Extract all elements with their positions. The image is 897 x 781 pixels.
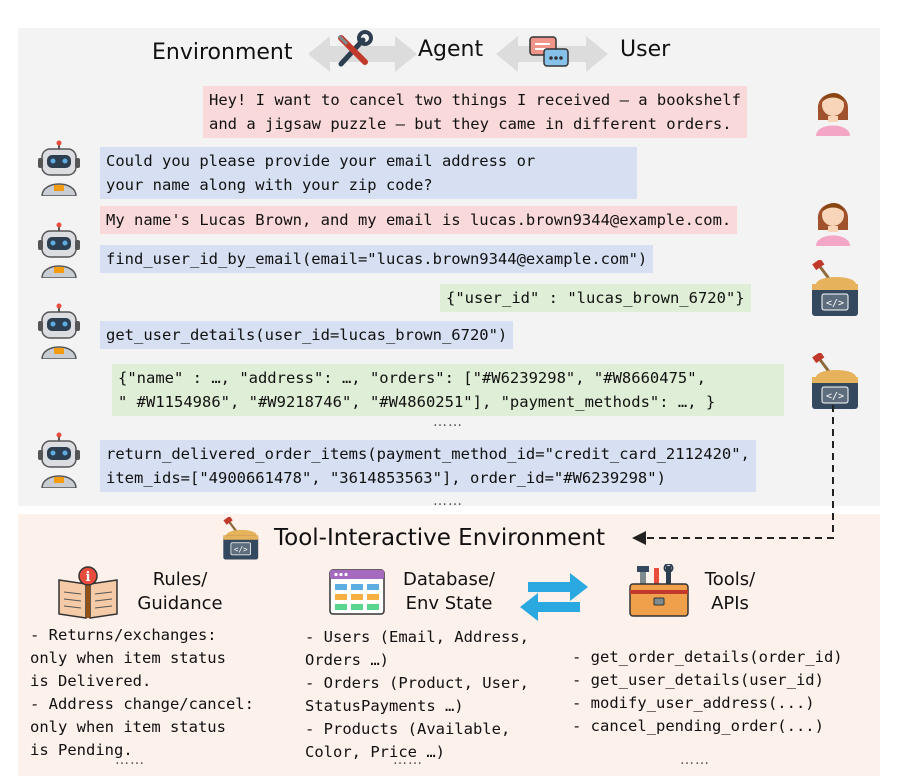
robot-agent-icon bbox=[38, 432, 80, 488]
ellipsis: …… bbox=[680, 752, 710, 768]
ellipsis: …… bbox=[433, 414, 463, 430]
tool-box-icon: </> bbox=[812, 353, 858, 409]
agent-label: Agent bbox=[418, 37, 484, 62]
database-text: - Users (Email, Address, Orders …) - Ord… bbox=[305, 628, 529, 761]
environment-panel bbox=[18, 514, 880, 776]
agent-call-1: find_user_id_by_email(email="lucas.brown… bbox=[100, 245, 654, 273]
environment-title: Tool-Interactive Environment bbox=[274, 525, 606, 551]
tools-text: - get_order_details(order_id) - get_user… bbox=[572, 648, 843, 735]
agent-call-3: return_delivered_order_items(payment_met… bbox=[100, 440, 756, 492]
tool-box-icon: </> bbox=[223, 517, 259, 560]
user-label: User bbox=[620, 37, 671, 62]
user-avatar-icon bbox=[816, 93, 850, 136]
ellipsis: …… bbox=[393, 752, 423, 768]
database-title: Database/ Env State bbox=[403, 569, 495, 614]
tool-response-1: {"user_id" : "lucas_brown_6720"} bbox=[440, 284, 751, 312]
ellipsis: …… bbox=[433, 493, 463, 509]
tool-response-2: {"name" : …, "address": …, "orders": ["#… bbox=[112, 364, 784, 416]
svg-text:</>: </> bbox=[826, 298, 844, 309]
book-icon: i bbox=[58, 566, 118, 619]
database-icon bbox=[329, 569, 385, 615]
rules-title: Rules/ Guidance bbox=[137, 569, 223, 614]
robot-agent-icon bbox=[38, 140, 80, 196]
svg-text:i: i bbox=[86, 570, 91, 585]
user-message-2: My name's Lucas Brown, and my email is l… bbox=[100, 206, 738, 234]
agent-message-1: Could you please provide your email addr… bbox=[100, 147, 637, 199]
sync-arrows-icon bbox=[520, 573, 588, 621]
tool-box-icon: </> bbox=[812, 260, 858, 316]
tools-title: Tools/ APIs bbox=[704, 569, 756, 614]
dashed-connector-arrow bbox=[632, 405, 834, 545]
chat-icon bbox=[529, 36, 569, 67]
tools-icon bbox=[337, 30, 373, 67]
svg-text:</>: </> bbox=[234, 545, 248, 554]
ellipsis: …… bbox=[115, 752, 145, 768]
environment-label: Environment bbox=[152, 40, 293, 65]
user-avatar-icon bbox=[816, 203, 850, 246]
user-message-1: Hey! I want to cancel two things I recei… bbox=[203, 86, 747, 138]
robot-agent-icon bbox=[38, 222, 80, 278]
agent-call-2: get_user_details(user_id=lucas_brown_672… bbox=[100, 321, 514, 349]
toolbox-icon bbox=[629, 564, 689, 617]
svg-text:</>: </> bbox=[826, 391, 844, 402]
rules-text: - Returns/exchanges: only when item stat… bbox=[30, 626, 254, 759]
robot-agent-icon bbox=[38, 303, 80, 359]
